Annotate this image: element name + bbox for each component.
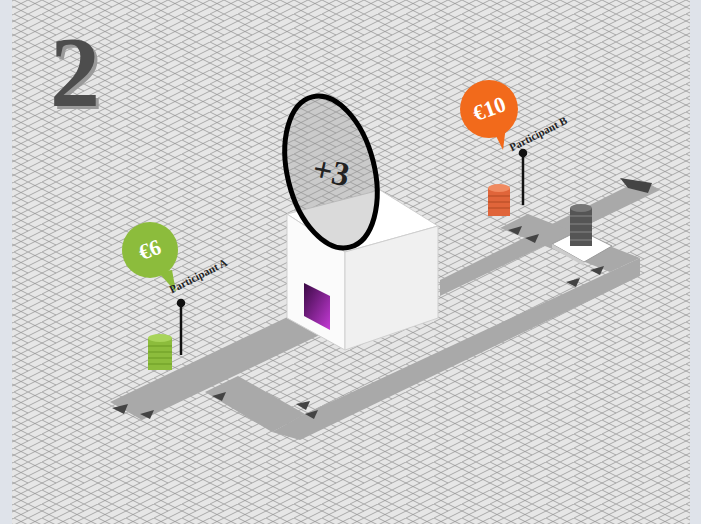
node-shape xyxy=(122,222,178,278)
participant-a-figure xyxy=(178,300,184,355)
node-shape xyxy=(270,86,392,257)
orange-coin-stack xyxy=(488,184,510,216)
participant-b-figure xyxy=(520,150,526,205)
grid-ground xyxy=(12,0,690,524)
flow-chevrons xyxy=(112,178,652,419)
node-shape xyxy=(460,80,518,138)
platform-stack xyxy=(552,204,612,266)
path-bands xyxy=(110,180,660,440)
step-number: 2 xyxy=(50,17,100,127)
participant-label: Participant B xyxy=(507,114,569,153)
speech-bubble: €6 xyxy=(122,222,178,278)
speech-bubble: €10 xyxy=(460,80,518,138)
green-coin-stack xyxy=(148,334,172,370)
cube-door xyxy=(304,283,330,330)
bonus-oval: +3 xyxy=(285,92,377,252)
participant-label: Participant A xyxy=(167,256,229,295)
node-text: +3 xyxy=(309,150,352,194)
